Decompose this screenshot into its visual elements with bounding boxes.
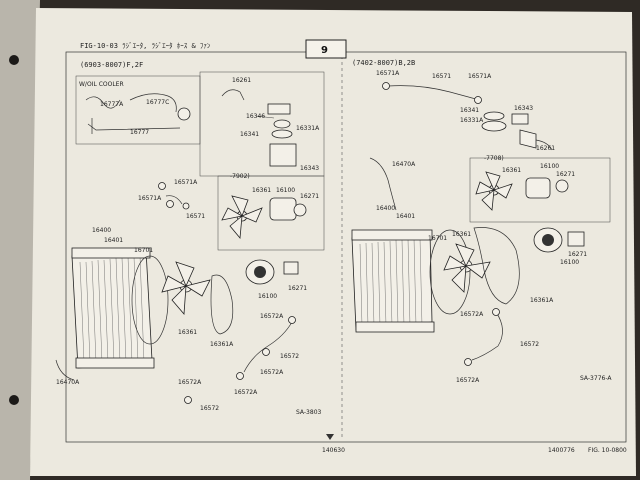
part-16572A-right-2: 16572A xyxy=(456,377,480,384)
part-16361-left: 16361 xyxy=(178,329,197,336)
part-16701-left: 16701 xyxy=(134,247,153,254)
part-16571A-left-1: 16571A xyxy=(174,179,198,186)
left-inset-fan-drawing xyxy=(221,195,307,239)
part-16470A-left: 16470A xyxy=(56,379,80,386)
part-16470A-right: 16470A xyxy=(392,161,416,168)
left-water-pump-drawing xyxy=(245,259,299,285)
part-16331A: 16331A xyxy=(296,125,320,132)
part-16361A-right: 16361A xyxy=(530,297,554,304)
part-16401-left: 16401 xyxy=(104,237,123,244)
figure-title: FIG-10-03 ﾗｼﾞｴｰﾀ, ﾗｼﾞｴｰﾀ ﾎｰｽ & ﾌｧﾝ xyxy=(80,42,211,50)
binder-hole-bottom xyxy=(9,395,19,405)
part-16341: 16341 xyxy=(240,131,259,138)
part-16343-right: 16343 xyxy=(514,105,533,112)
part-16361-left-inset: 16361 xyxy=(252,187,271,194)
part-16100-right: 16100 xyxy=(560,259,579,266)
footer-page-right: FIG. 10-0800 xyxy=(588,447,627,454)
part-16361-right-inset: 16361 xyxy=(502,167,521,174)
part-16400-right: 16400 xyxy=(376,205,395,212)
binder-hole-top xyxy=(9,55,19,65)
part-16572A-left-4: 16572A xyxy=(234,389,258,396)
left-radiator-drawing xyxy=(55,247,169,381)
lower-hose-left-drawing xyxy=(184,316,296,404)
part-16346: 16346 xyxy=(246,113,265,120)
continue-arrow-icon xyxy=(326,434,334,440)
part-16271-right-inset: 16271 xyxy=(556,171,575,178)
part-16361A-left: 16361A xyxy=(210,341,234,348)
thermostat-right-drawing xyxy=(481,111,553,151)
right-fan-belt-drawing xyxy=(443,227,585,305)
part-16572A-right-1: 16572A xyxy=(460,311,484,318)
right-model-range: (7402-8007)B,2B xyxy=(352,59,415,67)
left-figure-ref: SA-3803 xyxy=(296,409,322,416)
part-16701-right: 16701 xyxy=(428,235,447,242)
part-16572-right: 16572 xyxy=(520,341,539,348)
right-fan-range: -7708) xyxy=(484,155,504,162)
part-16100-left: 16100 xyxy=(258,293,277,300)
part-16100-right-inset: 16100 xyxy=(540,163,559,170)
part-16571-left: 16571 xyxy=(186,213,205,220)
part-16777A: 16777A xyxy=(100,101,124,108)
part-16271-left: 16271 xyxy=(288,285,307,292)
part-16571A-right-1: 16571A xyxy=(376,70,400,77)
part-16571A-right-2: 16571A xyxy=(468,73,492,80)
part-16261-right: 16261 xyxy=(536,145,555,152)
upper-hose-left-drawing xyxy=(158,182,190,210)
part-16777: 16777 xyxy=(130,129,149,136)
left-fan-drawing xyxy=(161,261,234,335)
section-number: 9 xyxy=(321,45,328,56)
section-box xyxy=(305,39,347,59)
left-fan-inset xyxy=(217,175,325,251)
thermostat-housing-drawing xyxy=(221,89,297,167)
right-radiator-drawing xyxy=(351,229,471,333)
part-16571A-left-2: 16571A xyxy=(138,195,162,202)
part-16341-right: 16341 xyxy=(460,107,479,114)
part-16572A-left-2: 16572A xyxy=(260,369,284,376)
footer-page-left: 140630 xyxy=(322,447,345,454)
part-16572A-left-3: 16572A xyxy=(178,379,202,386)
part-16400-left: 16400 xyxy=(92,227,111,234)
part-16401-right: 16401 xyxy=(396,213,415,220)
part-16343: 16343 xyxy=(300,165,319,172)
underlying-page xyxy=(0,0,40,480)
lower-hose-right-drawing xyxy=(464,308,503,366)
part-16572A-left-1: 16572A xyxy=(260,313,284,320)
upper-hose-right-drawing xyxy=(382,82,482,104)
part-16331A-right: 16331A xyxy=(460,117,484,124)
part-16571-right: 16571 xyxy=(432,73,451,80)
part-16271-right: 16271 xyxy=(568,251,587,258)
part-16261-left: 16261 xyxy=(232,77,251,84)
part-16572-left-2: 16572 xyxy=(200,405,219,412)
part-16100-left-inset: 16100 xyxy=(276,187,295,194)
right-fan-inset xyxy=(469,157,611,223)
left-model-range: (6903-8007)F,2F xyxy=(80,61,143,69)
oil-cooler-label: W/OIL COOLER xyxy=(79,81,124,88)
right-figure-ref: SA-3776-A xyxy=(580,375,612,382)
part-16361-right: 16361 xyxy=(452,231,471,238)
overflow-hose-right xyxy=(369,157,397,211)
left-fan-range: -7902) xyxy=(230,173,250,180)
footer-page-mid: 1400776 xyxy=(548,447,575,454)
right-inset-fan-drawing xyxy=(475,171,569,211)
part-16271-left-inset: 16271 xyxy=(300,193,319,200)
oil-cooler-hoses-drawing xyxy=(85,93,191,134)
part-16572-left-1: 16572 xyxy=(280,353,299,360)
part-16777C: 16777C xyxy=(146,99,169,106)
